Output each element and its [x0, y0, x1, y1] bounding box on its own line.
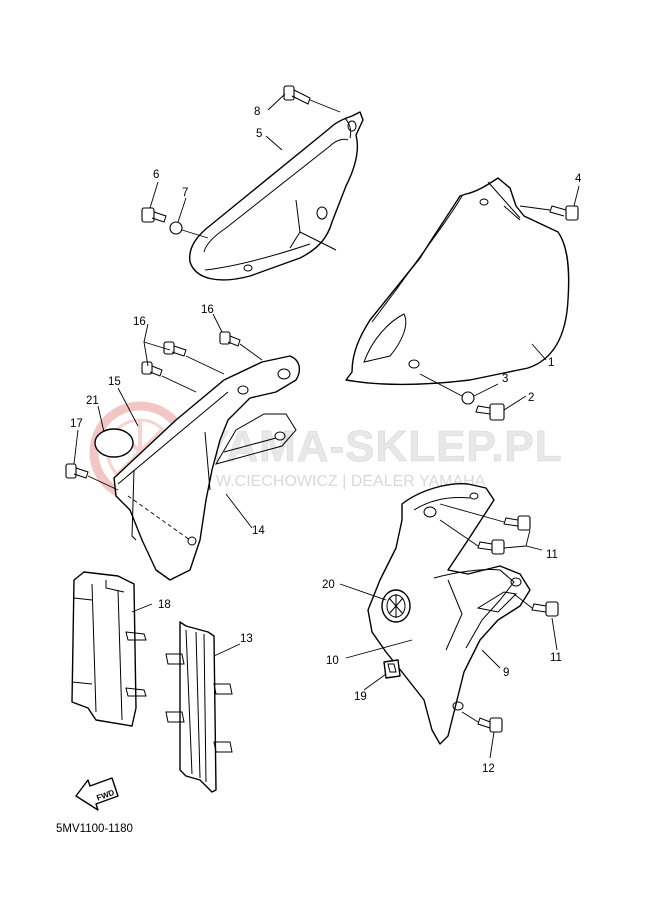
leader-lines — [73, 93, 580, 759]
yamaha-emblem-20 — [381, 589, 411, 623]
diagram-code: 5MV1100-1180 — [56, 823, 133, 835]
callout-16-a: 16 — [133, 316, 146, 328]
radiator-cover-left — [113, 355, 301, 581]
watermark-title: YAMA-SKLEP.PL — [200, 422, 563, 471]
callout-16-b: 16 — [201, 304, 214, 316]
bolt-11-a — [439, 503, 531, 531]
bolt-6 — [141, 207, 167, 223]
callout-19: 19 — [354, 691, 367, 703]
bolt-11-c — [513, 593, 559, 617]
collar-3 — [419, 373, 475, 405]
collar-7 — [169, 221, 209, 239]
callout-10: 10 — [326, 655, 339, 667]
side-cover-right — [345, 177, 570, 386]
callout-7: 7 — [182, 187, 188, 199]
watermark: YAMA-SKLEP.PL W.CIECHOWICZ | DEALER YAMA… — [89, 401, 563, 503]
callout-17: 17 — [70, 418, 83, 430]
callout-11-a: 11 — [546, 549, 558, 561]
callout-15: 15 — [108, 376, 121, 388]
callout-8: 8 — [254, 106, 260, 118]
radiator-louver-13 — [165, 621, 233, 793]
bolt-16-lower — [141, 361, 197, 393]
fwd-arrow-icon: FWD — [75, 777, 119, 811]
side-cover-upper-left — [189, 111, 364, 281]
bolt-2 — [475, 403, 505, 421]
emblem-21 — [94, 428, 134, 458]
callout-21: 21 — [86, 395, 99, 407]
bolt-16-upper — [219, 331, 263, 361]
callout-4: 4 — [575, 173, 582, 185]
callout-3: 3 — [502, 373, 508, 385]
bolt-16-mid — [163, 341, 225, 375]
callout-9: 9 — [503, 667, 509, 679]
callouts: 1 2 3 4 5 6 7 8 9 10 11 11 12 13 14 15 1… — [70, 106, 582, 775]
callout-1: 1 — [548, 357, 554, 369]
callout-2: 2 — [528, 392, 534, 404]
watermark-subtitle: W.CIECHOWICZ | DEALER YAMAHA — [216, 473, 486, 490]
callout-13: 13 — [240, 633, 253, 645]
callout-11-c: 11 — [550, 652, 562, 664]
callout-6: 6 — [153, 169, 159, 181]
callout-12: 12 — [482, 763, 495, 775]
clip-19 — [383, 659, 401, 679]
callout-20: 20 — [322, 579, 335, 591]
callout-18: 18 — [158, 599, 171, 611]
callout-14: 14 — [252, 525, 265, 537]
bolt-4 — [519, 205, 579, 221]
bolt-17 — [65, 463, 119, 491]
radiator-cover-right — [367, 482, 531, 745]
bolt-8 — [283, 85, 341, 113]
callout-5: 5 — [256, 128, 262, 140]
bolt-12 — [461, 711, 503, 733]
bolt-11-b — [439, 519, 505, 555]
radiator-guard-18 — [71, 571, 147, 727]
